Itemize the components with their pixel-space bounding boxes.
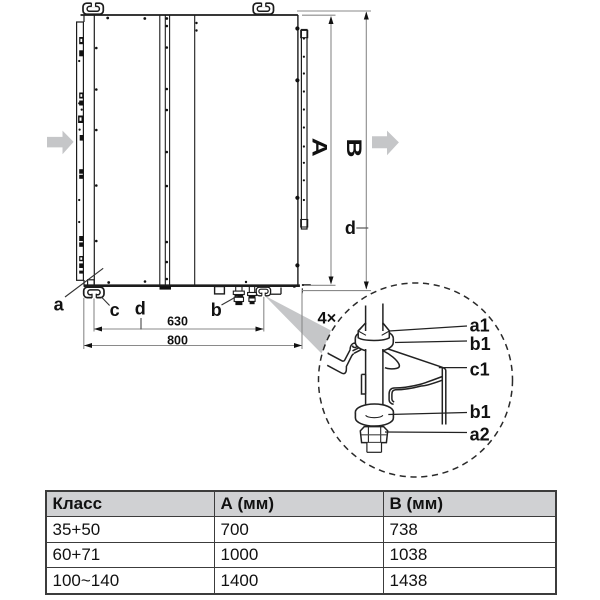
svg-text:b: b bbox=[211, 300, 222, 320]
svg-text:c: c bbox=[110, 300, 120, 320]
svg-text:a1: a1 bbox=[470, 315, 490, 335]
svg-text:a2: a2 bbox=[470, 424, 490, 444]
svg-text:630: 630 bbox=[167, 315, 188, 329]
svg-text:B: B bbox=[342, 139, 366, 158]
svg-text:4×: 4× bbox=[318, 310, 337, 328]
svg-text:b1: b1 bbox=[470, 402, 491, 422]
svg-text:800: 800 bbox=[167, 334, 188, 348]
svg-text:A: A bbox=[307, 138, 331, 157]
svg-text:c1: c1 bbox=[470, 359, 490, 379]
svg-text:b1: b1 bbox=[470, 334, 491, 354]
svg-text:a: a bbox=[54, 294, 65, 314]
svg-text:d: d bbox=[135, 299, 146, 319]
svg-text:d: d bbox=[345, 218, 356, 238]
